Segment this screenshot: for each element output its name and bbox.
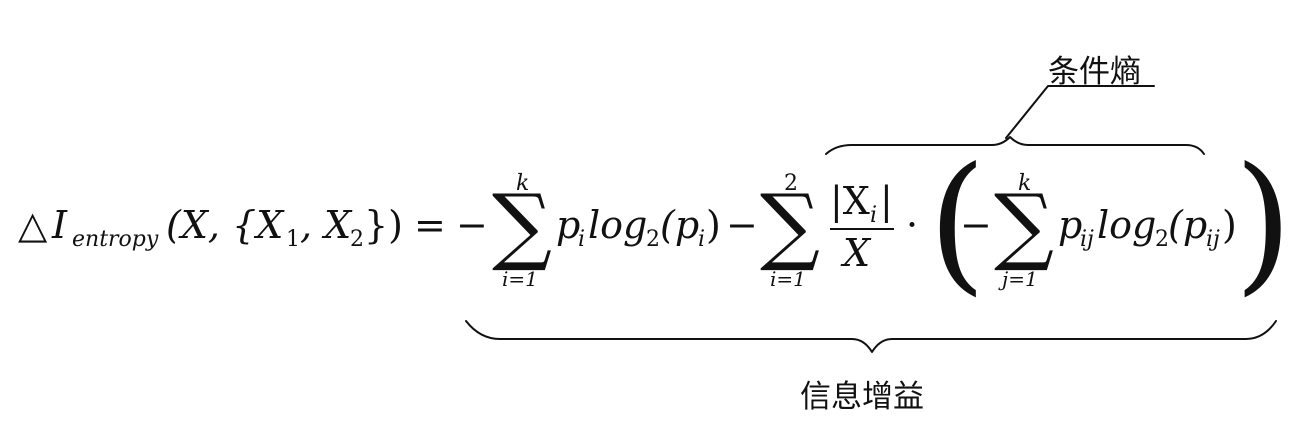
inner-arg-open: (p	[1168, 203, 1207, 247]
sum-3-sigma-icon: ∑	[994, 176, 1054, 274]
sum-term-2: 2 ∑ i=1 |X i | X ·	[760, 171, 918, 291]
lhs-symbol: I	[51, 203, 68, 247]
inner-open-paren: (	[928, 136, 987, 310]
inner-minus-sign: −	[960, 203, 992, 247]
term-1-p: p	[556, 203, 580, 247]
minus-sign-1: −	[456, 203, 488, 247]
fraction-numerator-close: |	[880, 179, 893, 223]
lhs-subscript: entropy	[72, 227, 159, 252]
conditional-entropy-label: 条件熵	[1048, 54, 1141, 90]
sum-3-lower-limit: j=1	[998, 267, 1038, 291]
sum-2-upper-limit: 2	[784, 171, 798, 196]
inner-p-sub: ij	[1080, 227, 1094, 252]
inner-p: p	[1058, 203, 1082, 247]
sum-1-sigma-icon: ∑	[492, 176, 552, 274]
sum-3-upper-limit: k	[1018, 171, 1031, 196]
lhs-arguments: (X, {X	[166, 203, 285, 247]
lhs-subscript-2: 2	[350, 227, 364, 252]
inner-log-sub: 2	[1155, 227, 1169, 252]
fraction-numerator: |X	[830, 179, 870, 223]
underbrace	[465, 320, 1277, 353]
triangle-icon: △	[18, 203, 48, 247]
minus-sign-2: −	[726, 203, 758, 247]
lhs-subscript-1: 1	[286, 227, 300, 252]
term-1-log: log	[588, 203, 647, 247]
term-1-arg-sub: i	[698, 227, 705, 252]
formula-lhs: △ I entropy (X, {X 1 , X 2 })	[18, 203, 403, 252]
sum-1-upper-limit: k	[516, 171, 529, 196]
sum-1-lower-limit: i=1	[502, 267, 538, 291]
term-1-arg-close: )	[706, 203, 721, 247]
term-1-arg-open: (p	[660, 203, 699, 247]
sum-2-sigma-icon: ∑	[760, 176, 820, 274]
lhs-comma-x: , X	[300, 203, 353, 247]
overbrace	[825, 136, 1205, 155]
sum-2-lower-limit: i=1	[770, 267, 806, 291]
term-1-log-sub: 2	[646, 227, 660, 252]
inner-arg-sub: ij	[1206, 227, 1220, 252]
equals-sign: =	[414, 203, 446, 247]
fraction-denominator: X	[840, 231, 872, 275]
inner-close-paren: )	[1234, 136, 1293, 310]
callout-leader-line	[1005, 85, 1155, 139]
fraction-numerator-sub: i	[870, 203, 877, 228]
inner-log: log	[1097, 203, 1156, 247]
sum-term-1: k ∑ i=1 p i log 2 (p i )	[492, 171, 721, 291]
lhs-close: })	[364, 203, 403, 247]
conditional-entropy-annotation: 条件熵	[825, 54, 1205, 155]
inner-arg-close: )	[1222, 203, 1237, 247]
dot-operator: ·	[906, 203, 918, 247]
inner-entropy-term: ( − k ∑ j=1 p ij log 2 (p ij ) )	[928, 136, 1293, 310]
term-1-p-sub: i	[578, 227, 585, 252]
information-gain-annotation: 信息增益	[465, 320, 1277, 415]
information-gain-label: 信息增益	[800, 379, 924, 415]
